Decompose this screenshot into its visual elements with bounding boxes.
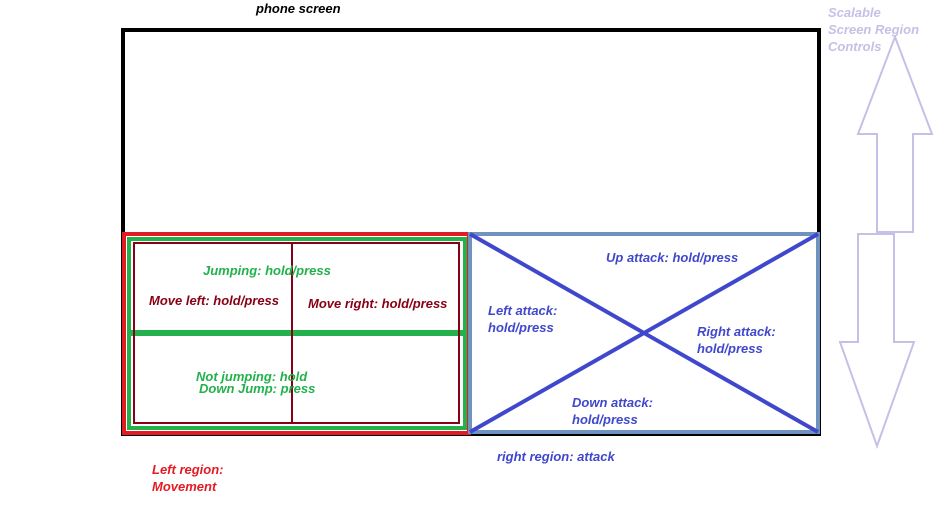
move-zone-outline [133, 242, 460, 424]
phone-screen-label: phone screen [256, 1, 341, 16]
scale-down-arrow-icon [838, 233, 916, 449]
not-jumping-label: Not jumping: hold [196, 369, 308, 384]
left-region-label-line1: Left region: [152, 462, 224, 477]
right-region-label: right region: attack [497, 449, 615, 464]
move-right-label: Move right: hold/press [308, 296, 448, 311]
scalable-label-line2: Screen Region [828, 22, 920, 37]
down-jump-label: Down Jump: press [199, 381, 316, 396]
right-region-outline [468, 232, 820, 434]
left-attack-label-line1: Left attack: [488, 303, 558, 318]
scale-up-arrow-icon [856, 34, 934, 233]
down-attack-label-line1: Down attack: [572, 395, 653, 410]
right-attack-label-line2: hold/press [697, 341, 763, 356]
move-left-label: Move left: hold/press [149, 293, 280, 308]
scalable-label-line3: Controls [828, 39, 882, 54]
attack-diagonal-2 [469, 232, 819, 434]
left-attack-label-line2: hold/press [488, 320, 554, 335]
right-attack-label-line1: Right attack: [697, 324, 776, 339]
left-region-label-line2: Movement [152, 479, 217, 494]
down-attack-label-line2: hold/press [572, 412, 638, 427]
scalable-label-line1: Scalable [828, 5, 881, 20]
up-attack-label: Up attack: hold/press [606, 250, 739, 265]
jumping-label: Jumping: hold/press [203, 263, 331, 278]
